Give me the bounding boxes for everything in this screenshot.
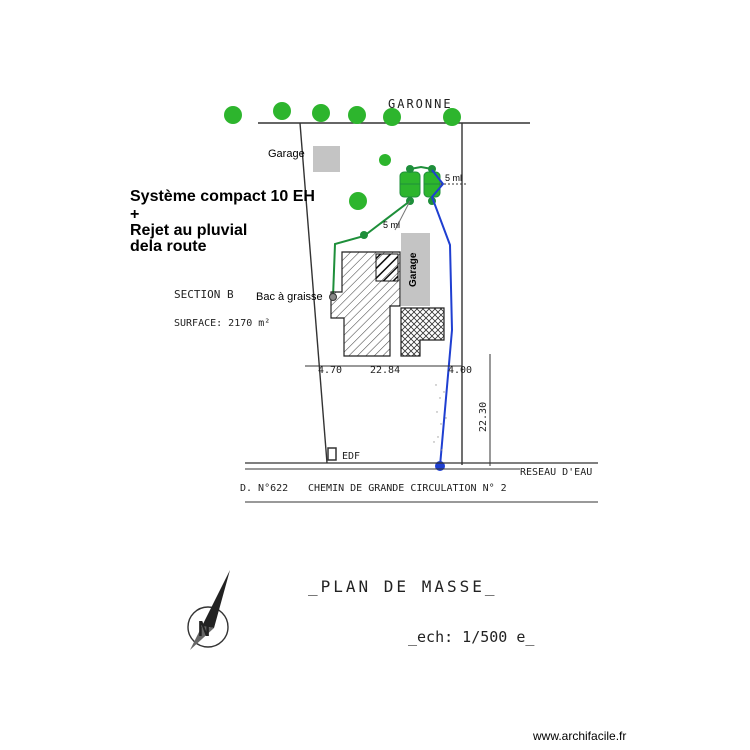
tree [224,106,242,124]
tree [349,192,367,210]
system-line-1: Système compact 10 EH [130,188,315,205]
dist-label-mid: 5 ml [383,220,400,230]
inspection-point [360,231,368,239]
garage-top-shape [313,146,340,172]
grease-trap-label: Bac à graisse [256,291,323,303]
garage-side-label: Garage [408,252,419,287]
water-network-label: RESEAU D'EAU [520,467,592,478]
garage-side-shape [401,233,430,306]
pipe-green [332,200,411,298]
house-annex [375,253,399,282]
tree [443,108,461,126]
dim-mid: 22.84 [370,365,400,376]
grease-trap-marker [329,293,337,301]
road-number: D. N°622 [240,483,288,494]
system-line-3: Rejet au pluvial [130,222,247,239]
plan-scale: _ech: 1/500 e_ [408,628,535,646]
dim-left: 4.70 [318,365,342,376]
dim-right: 4.00 [448,365,472,376]
tree [273,102,291,120]
edf-label: EDF [342,451,360,462]
watermark: www.archifacile.fr [532,729,626,743]
tree [379,154,391,166]
tree [312,104,330,122]
surface-label: SURFACE: 2170 m² [174,318,270,329]
pipe-blue [430,169,454,467]
left-boundary [299,122,328,464]
dist-label-top: 5 ml [445,173,462,183]
tree [348,106,366,124]
trees [224,102,461,210]
pipe-grey [394,200,411,231]
system-line-4: dela route [130,238,207,255]
river-label: GARONNE [388,97,453,111]
plan-title: _PLAN DE MASSE_ [308,577,498,596]
road-name: CHEMIN DE GRANDE CIRCULATION N° 2 [308,483,507,494]
septic-tank-1 [399,165,421,205]
dim-vertical: 22.30 [478,402,489,432]
section-label: SECTION B [174,288,234,301]
house-extension [400,307,445,357]
gravel-path [433,384,447,451]
edf-box [327,447,337,461]
svg-text:N: N [198,617,210,641]
north-arrow-icon: N [187,570,230,650]
pipe-green [409,165,433,170]
garage-top-label: Garage [268,148,305,160]
system-line-2: + [130,206,139,223]
tree [383,108,401,126]
